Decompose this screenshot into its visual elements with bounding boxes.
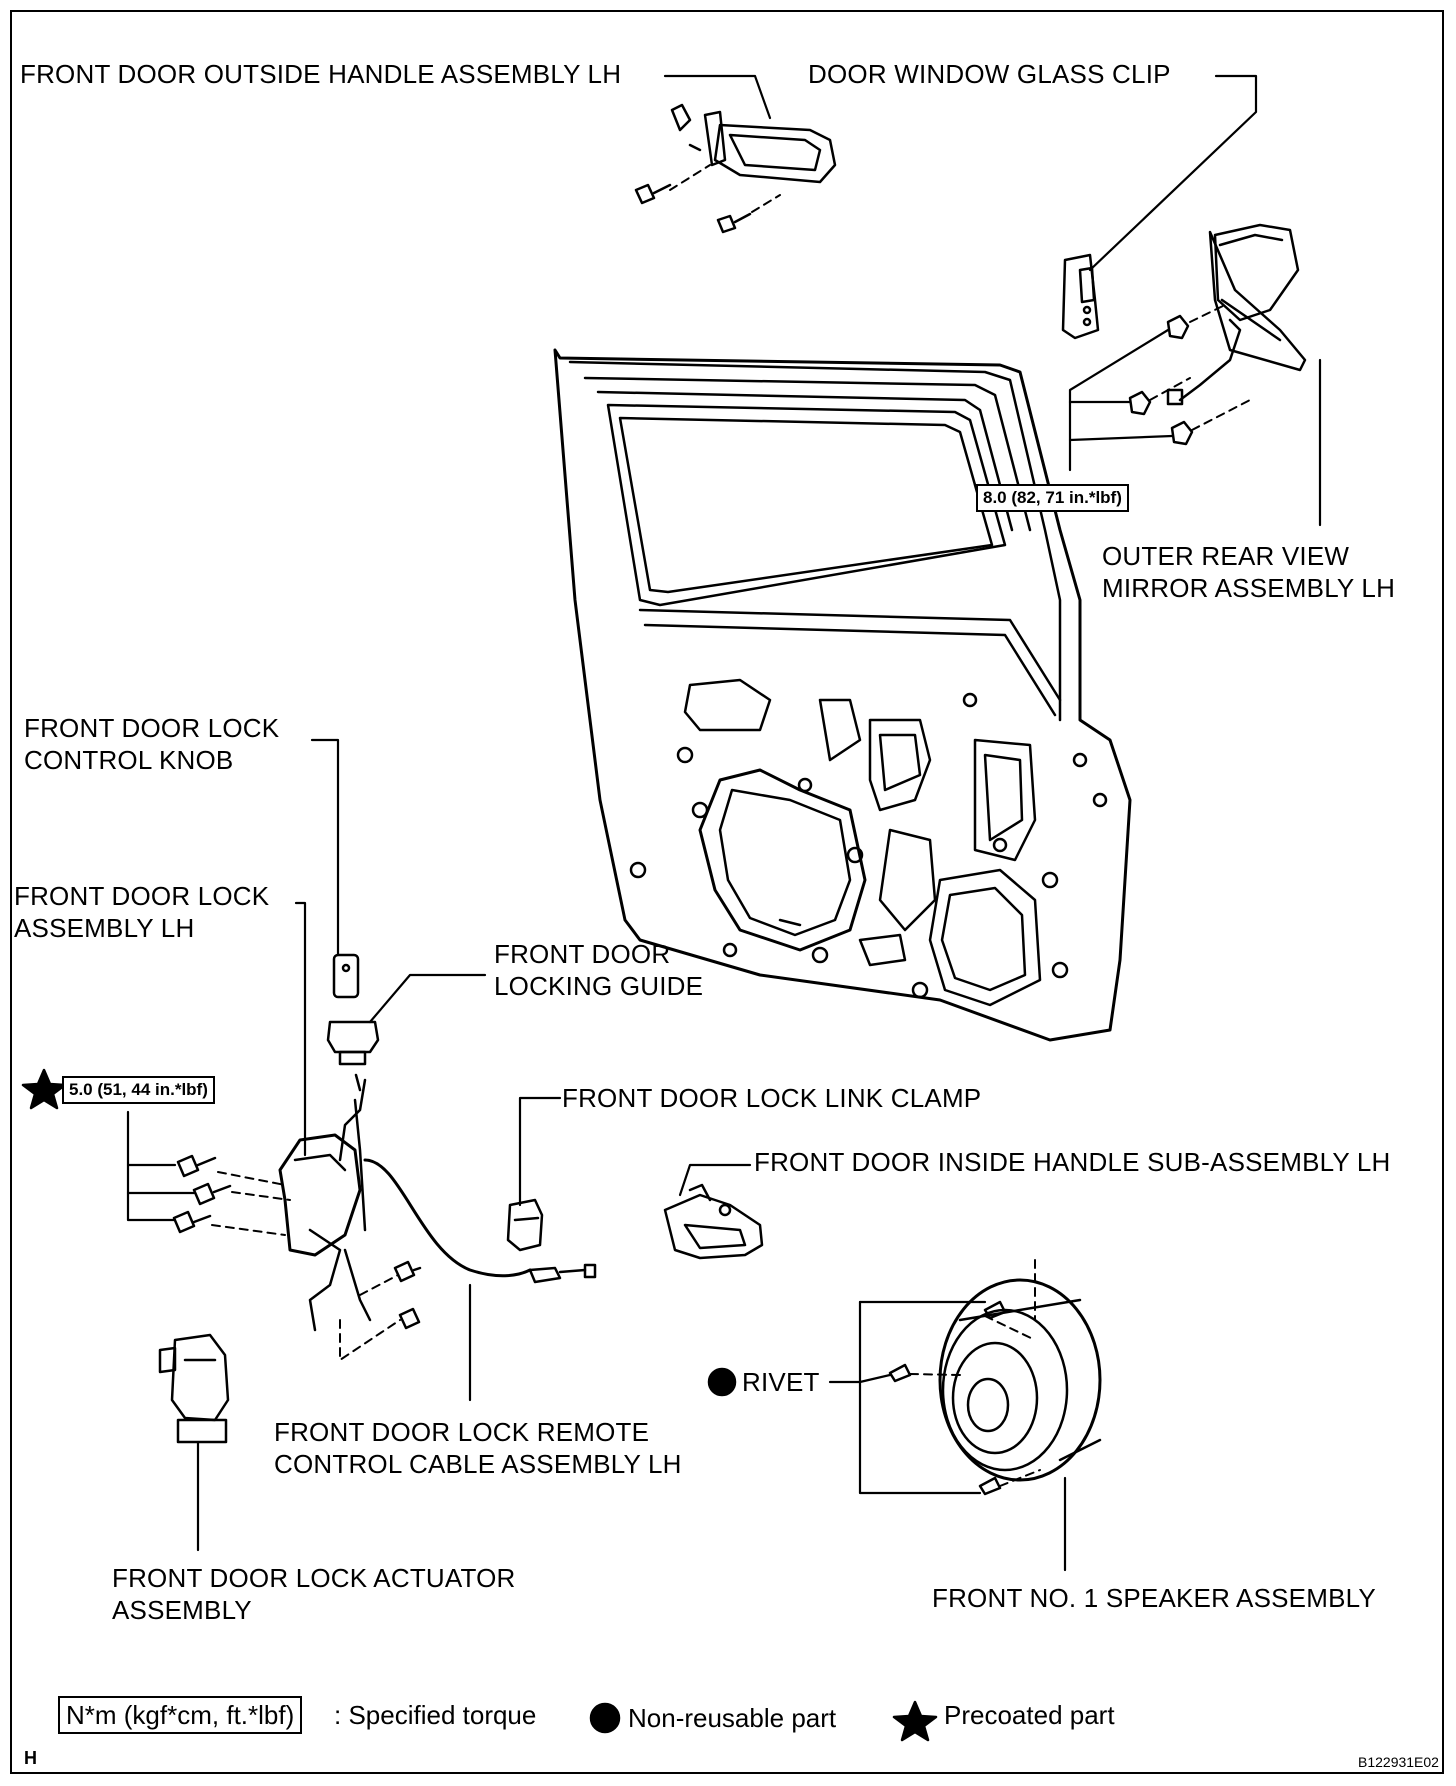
label-inside-handle: FRONT DOOR INSIDE HANDLE SUB-ASSEMBLY LH: [754, 1147, 1391, 1177]
legend-precoated-text: Precoated part: [944, 1700, 1115, 1730]
door-panel: [553, 348, 1132, 1042]
link-clamp-part: [506, 1198, 544, 1252]
mirror-part: [1128, 223, 1307, 446]
label-lock-knob: FRONT DOOR LOCK CONTROL KNOB: [24, 713, 280, 775]
legend-torque-text: : Specified torque: [334, 1700, 537, 1730]
locking-guide-part: [326, 1020, 380, 1066]
label-remote-cable: FRONT DOOR LOCK REMOTE CONTROL CABLE ASS…: [274, 1417, 682, 1479]
label-rivet: RIVET: [742, 1367, 820, 1397]
lock-assembly-part: [172, 1073, 597, 1361]
label-mirror: OUTER REAR VIEW MIRROR ASSEMBLY LH: [1102, 541, 1396, 603]
label-link-clamp: FRONT DOOR LOCK LINK CLAMP: [562, 1083, 982, 1113]
figure-id: B122931E02: [1358, 1754, 1439, 1770]
nonreusable-marker: [707, 1367, 737, 1397]
torque-spec-mirror: 8.0 (82, 71 in.*lbf): [976, 484, 1129, 512]
glass-clip-part: [1061, 253, 1100, 340]
label-lock-assembly: FRONT DOOR LOCK ASSEMBLY LH: [14, 881, 270, 943]
actuator-part: [158, 1333, 230, 1444]
label-locking-guide: FRONT DOOR LOCKING GUIDE: [494, 939, 704, 1001]
label-glass-clip: DOOR WINDOW GLASS CLIP: [808, 59, 1171, 89]
legend-precoated-star-icon: [892, 1700, 938, 1742]
torque-spec-lock: 5.0 (51, 44 in.*lbf): [62, 1076, 215, 1104]
label-actuator: FRONT DOOR LOCK ACTUATOR ASSEMBLY: [112, 1563, 516, 1625]
label-speaker: FRONT NO. 1 SPEAKER ASSEMBLY: [932, 1583, 1376, 1613]
outside-handle-part: [634, 103, 837, 234]
leader-lines: [126, 74, 1322, 1572]
legend-torque-box: N*m (kgf*cm, ft.*lbf): [58, 1696, 303, 1734]
legend-nonreusable-icon: [589, 1702, 621, 1734]
inside-handle-part: [663, 1183, 764, 1260]
diagram-frame: [10, 10, 1444, 1774]
precoated-star-marker: [21, 1068, 67, 1110]
legend-nonreusable-text: Non-reusable part: [628, 1703, 837, 1733]
speaker-part: [888, 1259, 1102, 1496]
label-outside-handle: FRONT DOOR OUTSIDE HANDLE ASSEMBLY LH: [20, 59, 622, 89]
lock-knob-part: [332, 953, 360, 999]
corner-letter: H: [24, 1748, 37, 1768]
